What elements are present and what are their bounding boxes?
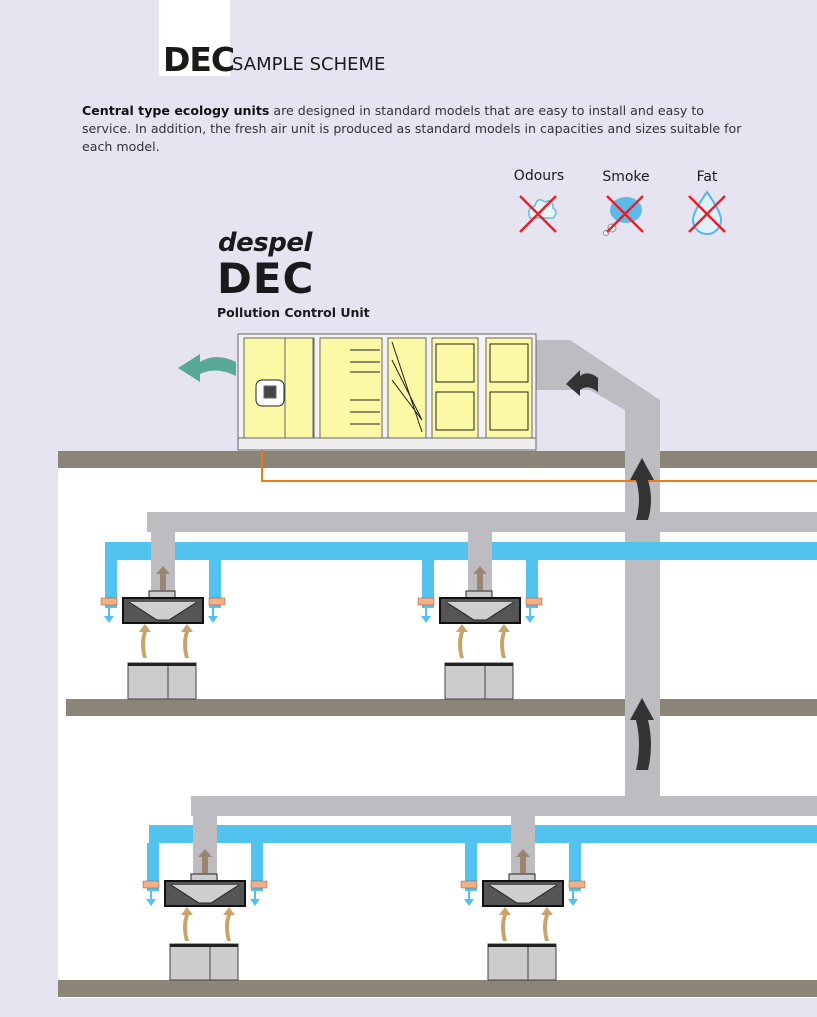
unit-name: Pollution Control Unit	[217, 305, 370, 320]
title-highlight	[159, 0, 230, 76]
kitchen-hood-station	[417, 532, 543, 700]
filter-label-smoke: Smoke	[602, 169, 650, 185]
main-exhaust-riser	[535, 340, 660, 800]
brand-logo: despel	[218, 228, 312, 258]
kitchen-hood-station	[142, 816, 268, 981]
intro-text: are designed in standard models that are…	[82, 103, 742, 154]
odour-cloud-icon	[519, 195, 557, 233]
clean-air-outlet-arrow-icon	[178, 354, 236, 382]
intro-paragraph: Central type ecology units are designed …	[82, 102, 742, 156]
filter-label-fat: Fat	[696, 169, 718, 185]
smoke-icon	[603, 195, 644, 236]
fat-drop-icon	[688, 190, 726, 235]
title-bold: DEC	[163, 40, 235, 79]
exhaust-duct-floor-1	[147, 512, 817, 532]
exhaust-duct-floor-2	[191, 796, 817, 816]
floor-slab-1	[66, 699, 817, 716]
fresh-air-pipe-floor-2	[149, 825, 817, 843]
title-subtitle: SAMPLE SCHEME	[232, 54, 386, 75]
kitchen-hood-station	[100, 532, 226, 700]
dec-unit	[237, 333, 537, 451]
floor-slab-2	[58, 980, 817, 997]
control-cable	[261, 450, 817, 482]
roof-slab	[58, 451, 817, 468]
airflow-arrow-icon	[566, 370, 654, 770]
unit-model: DEC	[217, 254, 315, 303]
intro-bold: Central type ecology units	[82, 103, 270, 118]
fresh-air-pipe-floor-1	[105, 542, 817, 560]
kitchen-hood-station	[460, 816, 586, 981]
filter-label-odours: Odours	[513, 168, 565, 184]
